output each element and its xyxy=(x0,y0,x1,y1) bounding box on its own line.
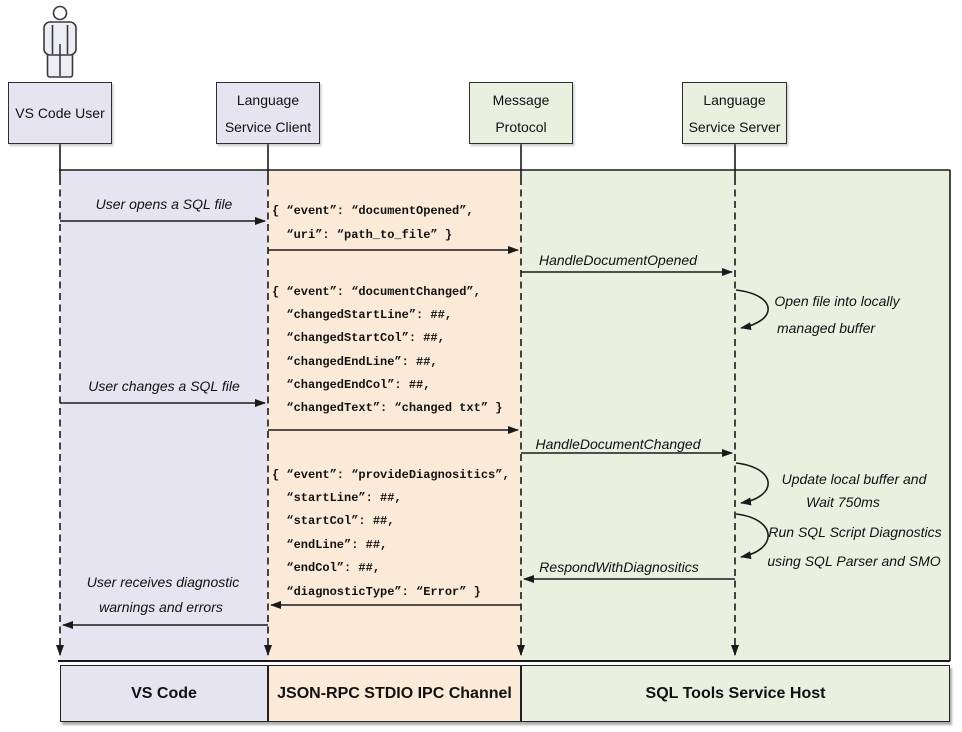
message-label-handle-opened: HandleDocumentOpened xyxy=(539,252,697,268)
json-document-changed-line: { “event”: “documentChanged”, xyxy=(272,285,481,299)
lane-vscode xyxy=(60,170,268,661)
actor-label: Message xyxy=(492,91,550,108)
json-provide-diagnostics-line: { “event”: “provideDiagnositics”, xyxy=(272,468,510,482)
actor-box-language-service-client: Language Service Client xyxy=(216,82,320,144)
actor-label: Language xyxy=(703,91,766,108)
footer-ipc-channel: JSON-RPC STDIO IPC Channel xyxy=(268,665,521,722)
message-label-handle-changed: HandleDocumentChanged xyxy=(535,436,701,452)
message-label-user-receives-2: warnings and errors xyxy=(99,599,223,615)
json-provide-diagnostics-line: “startCol”: ##, xyxy=(272,514,395,528)
footer-vscode: VS Code xyxy=(60,665,268,722)
message-label-user-changes: User changes a SQL file xyxy=(88,378,240,394)
json-provide-diagnostics-line: “endCol”: ##, xyxy=(272,561,381,575)
message-label-respond: RespondWithDiagnositics xyxy=(539,559,699,575)
json-document-changed-line: “changedText”: “changed txt” } xyxy=(272,401,503,415)
footer-label: VS Code xyxy=(131,684,197,702)
note-open-file-1: Open file into locally xyxy=(774,293,900,309)
json-document-opened-line: { “event”: “documentOpened”, xyxy=(272,204,474,218)
footer-label: JSON-RPC STDIO IPC Channel xyxy=(277,684,512,702)
json-provide-diagnostics-line: “endLine”: ##, xyxy=(272,538,388,552)
actor-label: VS Code User xyxy=(15,105,105,121)
json-document-changed-line: “changedEndLine”: ##, xyxy=(272,355,438,369)
actor-label: Service Client xyxy=(224,118,312,135)
json-provide-diagnostics-line: “diagnosticType”: “Error” } xyxy=(272,585,481,599)
json-document-changed-line: “changedEndCol”: ##, xyxy=(272,378,431,392)
actor-box-vscode-user: VS Code User xyxy=(8,82,112,144)
json-document-changed-line: “changedStartLine”: ##, xyxy=(272,308,453,322)
message-label-user-receives-1: User receives diagnostic xyxy=(86,574,240,590)
user-actor-icon xyxy=(43,5,77,78)
actor-box-message-protocol: Message Protocol xyxy=(469,82,573,144)
actor-label: Service Server xyxy=(688,118,781,135)
message-label-user-opens: User opens a SQL file xyxy=(95,196,233,212)
footer-label: SQL Tools Service Host xyxy=(645,684,826,702)
actor-box-language-service-server: Language Service Server xyxy=(682,82,787,144)
lane-ipc-channel xyxy=(268,170,521,661)
json-document-changed-line: “changedStartCol”: ##, xyxy=(272,331,445,345)
json-provide-diagnostics-line: “startLine”: ##, xyxy=(272,491,402,505)
actor-label: Language xyxy=(236,91,300,108)
note-update-buffer-2: Wait 750ms xyxy=(806,494,880,510)
footer-service-host: SQL Tools Service Host xyxy=(521,665,950,722)
note-run-diagnostics-1: Run SQL Script Diagnostics xyxy=(768,524,942,540)
actor-label: Protocol xyxy=(495,118,547,135)
note-update-buffer-1: Update local buffer and xyxy=(781,471,927,487)
note-run-diagnostics-2: using SQL Parser and SMO xyxy=(767,553,941,569)
note-open-file-2: managed buffer xyxy=(776,320,876,336)
json-document-opened-line: “uri”: “path_to_file” } xyxy=(272,228,453,242)
